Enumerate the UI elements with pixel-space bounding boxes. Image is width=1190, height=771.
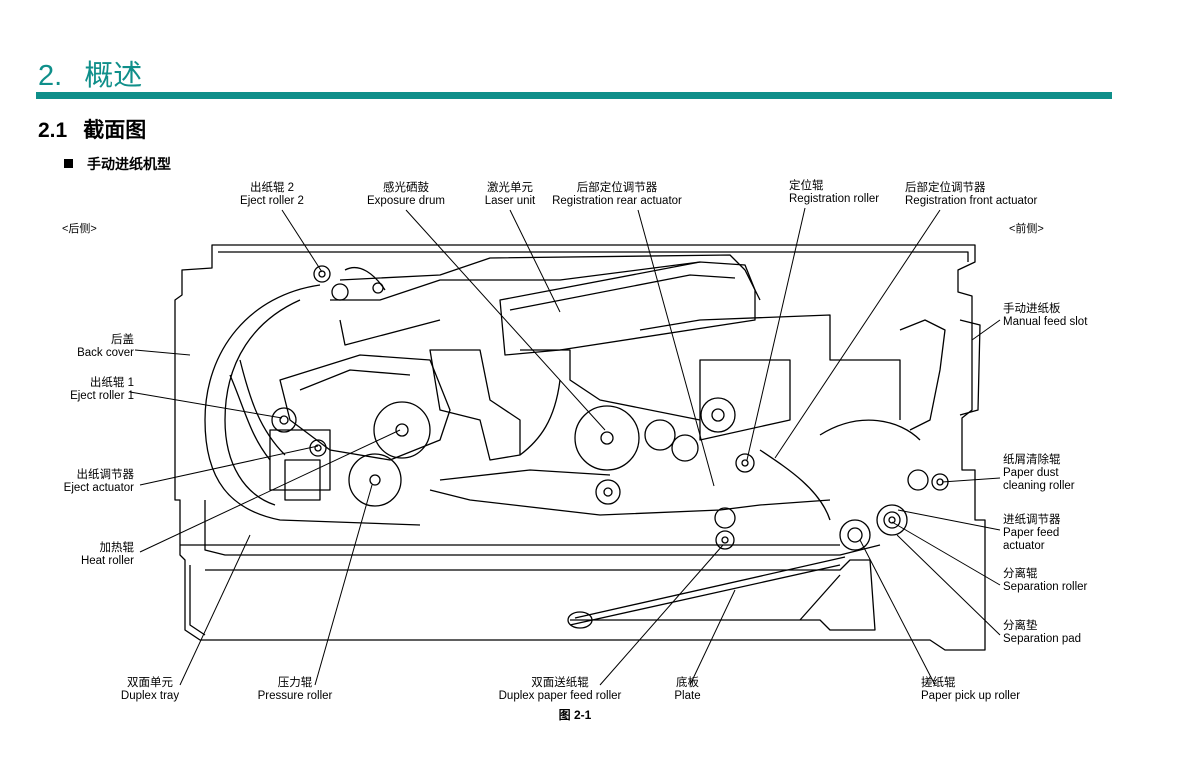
- bullet-heading: 手动进纸机型: [64, 154, 171, 174]
- fuser-block: [279, 354, 451, 461]
- paper-pick-up-roller: [839, 519, 871, 551]
- separation-roller: [876, 504, 908, 536]
- eject-roller-1: [271, 407, 297, 433]
- registration-roller: [735, 453, 755, 473]
- heat-roller: [373, 401, 431, 459]
- duplex-paper-feed-roller: [715, 530, 735, 550]
- exposure-drum: [574, 405, 640, 471]
- figure-caption: 图 2-1: [558, 708, 592, 722]
- bullet-title: 手动进纸机型: [87, 156, 171, 172]
- subsection-title: 截面图: [83, 119, 147, 142]
- pressure-roller: [348, 453, 402, 507]
- section-title: 概述: [84, 60, 143, 92]
- section-rule: [36, 92, 1112, 99]
- square-bullet-icon: [64, 159, 73, 168]
- plate-outline: [569, 564, 841, 626]
- section-heading: 2. 概述: [38, 52, 142, 94]
- housing-outline: [174, 244, 986, 651]
- subsection-heading: 2.1 截面图: [38, 114, 146, 144]
- duplex-tray-outline: [205, 559, 876, 631]
- back-cover-curve: [204, 284, 421, 526]
- rear-side-label: <后侧>: [62, 223, 97, 235]
- subsection-number: 2.1: [38, 119, 68, 142]
- front-side-label: <前侧>: [1009, 223, 1044, 235]
- paper-dust-cleaning-roller: [907, 469, 929, 491]
- section-number: 2.: [38, 60, 63, 92]
- eject-roller-2: [313, 265, 331, 283]
- laser-unit-outline: [499, 261, 756, 356]
